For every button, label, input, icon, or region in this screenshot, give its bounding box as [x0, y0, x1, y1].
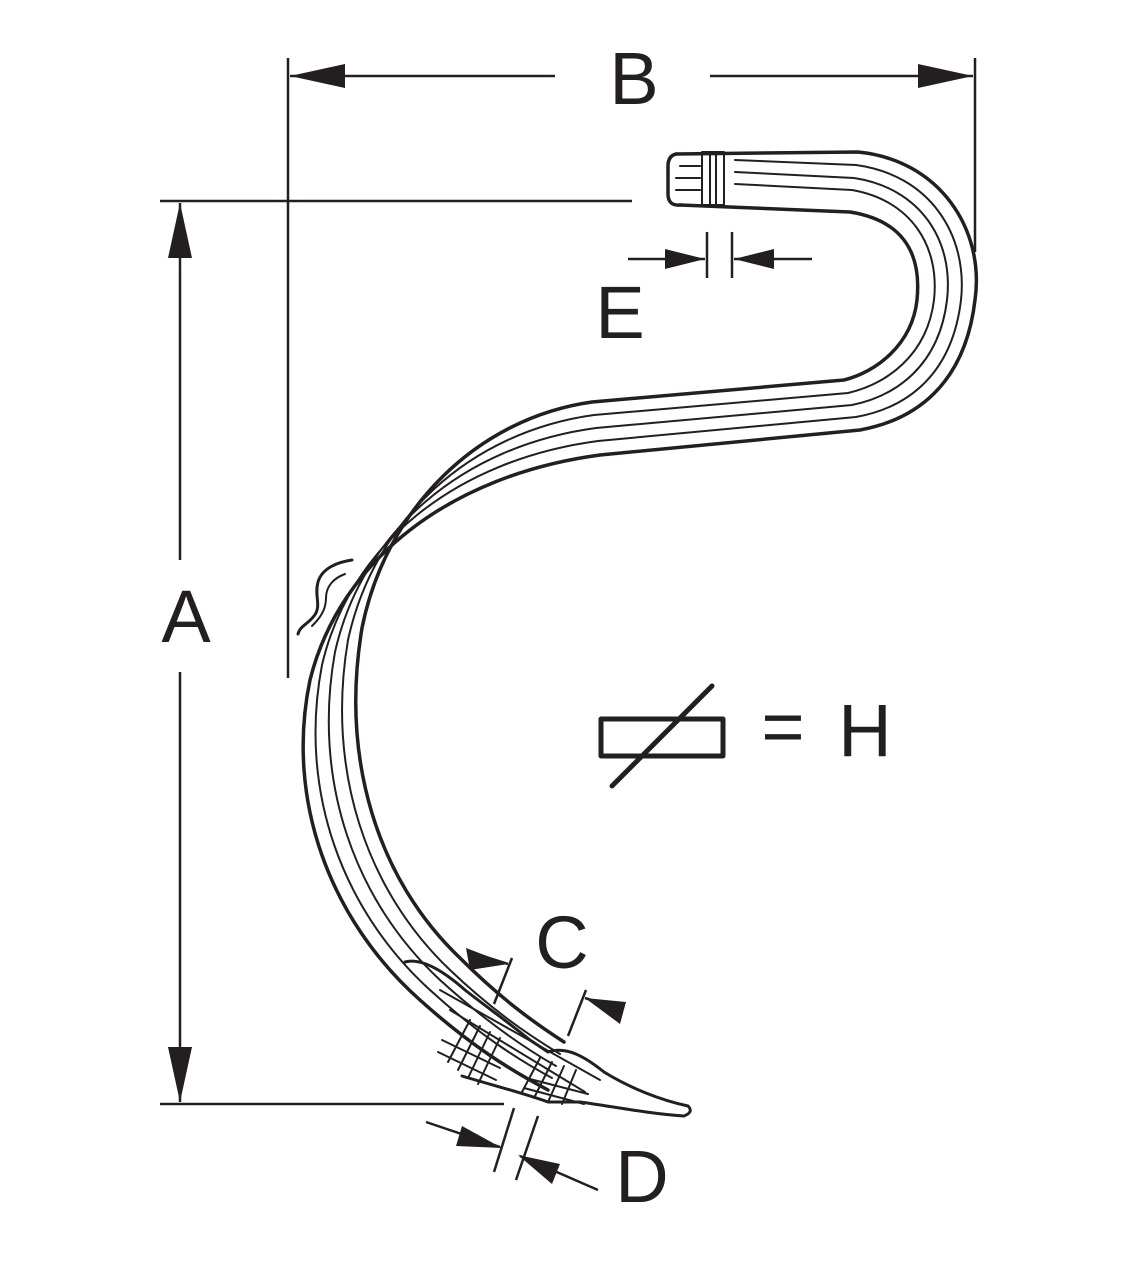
cross-section-legend: = H [598, 683, 892, 789]
dimension-d: D [425, 1107, 669, 1218]
s-tine-body [301, 150, 978, 1092]
dimension-a: A [160, 199, 632, 1106]
dimension-e-label: E [595, 271, 644, 354]
tine-guard-clip [296, 558, 354, 636]
tine-point-assembly [403, 959, 692, 1118]
dimension-b: B [286, 37, 977, 678]
dimension-b-label: B [609, 37, 658, 120]
dimension-d-label: D [615, 1135, 668, 1218]
dimension-a-label: A [161, 575, 211, 658]
rectangular-cross-section-icon [598, 683, 726, 789]
dimension-c-label: C [535, 901, 588, 984]
cross-section-label: H [838, 689, 891, 772]
dimension-e: E [595, 232, 812, 354]
dimension-c: C [466, 901, 626, 1037]
tine-clamp-end [666, 151, 725, 207]
equals-sign: = [761, 685, 804, 768]
